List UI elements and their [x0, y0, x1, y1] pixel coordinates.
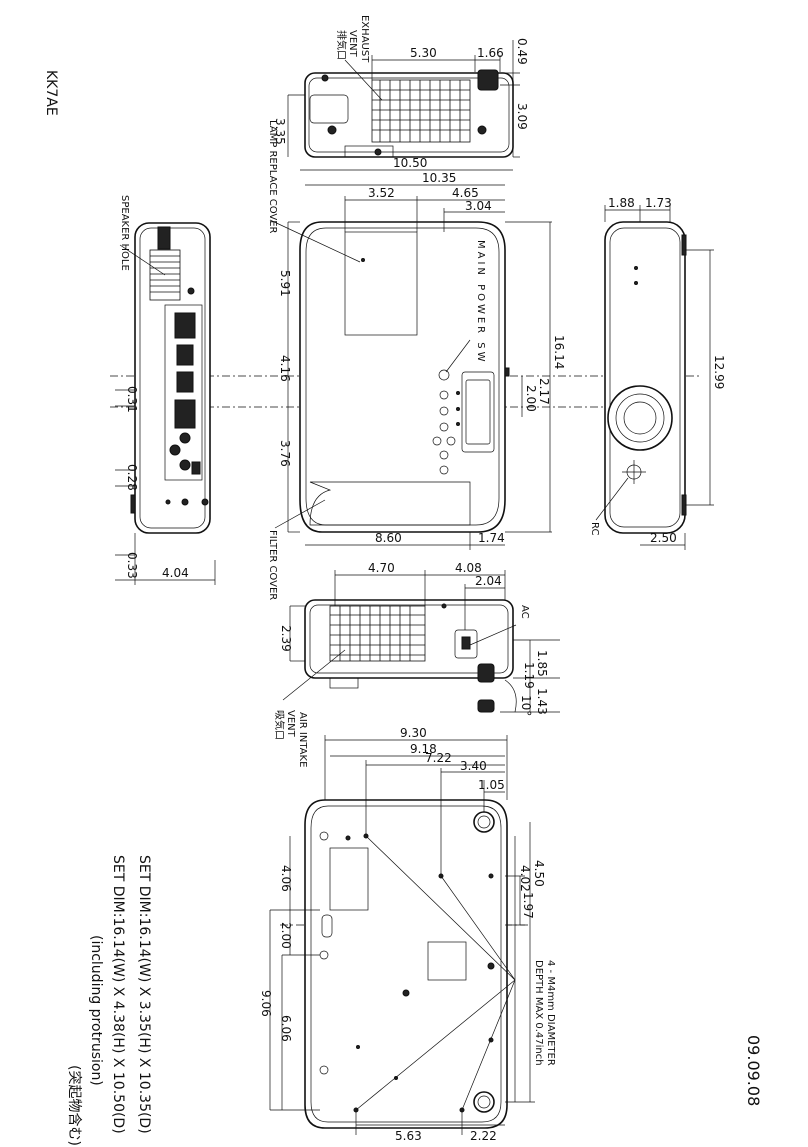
rc-label: RC — [589, 477, 629, 535]
svg-text:SET DIM:16.14(W) X 3.35(H) X 1: SET DIM:16.14(W) X 3.35(H) X 10.35(D) — [136, 855, 152, 1134]
svg-text:AIR INTAKE: AIR INTAKE — [297, 712, 308, 767]
dim-4-16: 4.16 — [278, 355, 292, 382]
drawing-date: 09.09.08 — [744, 1035, 763, 1106]
dim-4-70: 4.70 — [368, 561, 395, 575]
main-power-label: MAIN POWER SW — [445, 240, 486, 373]
dim-1-05: 1.05 — [478, 778, 505, 792]
svg-text:EXHAUST: EXHAUST — [359, 15, 370, 63]
rear-view — [287, 40, 520, 158]
dim-2-00: 2.00 — [524, 385, 538, 412]
speaker-grille — [149, 249, 181, 301]
filter-cover-label: FILTER COVER — [267, 499, 326, 600]
air-intake-label: AIR INTAKE VENT 吸気口 — [273, 649, 346, 767]
front-view — [604, 205, 714, 550]
svg-text:SET DIM:16.14(W) X 4.38(H) X 1: SET DIM:16.14(W) X 4.38(H) X 10.50(D) — [110, 855, 126, 1134]
dim-6-06: 6.06 — [279, 1015, 293, 1042]
dim-1-73: 1.73 — [645, 196, 672, 210]
dim-3-40: 3.40 — [460, 759, 487, 773]
dim-10-35: 10.35 — [422, 171, 456, 185]
dim-0-33: 0.33 — [125, 552, 139, 579]
dim-2-00-bottom: 2.00 — [279, 922, 293, 949]
m4-hole-label: 4 - M4mm DIAMETER DEPTH MAX 0.47inch — [533, 960, 556, 1066]
dim-1-43: 1.43 — [535, 688, 549, 715]
svg-text:DEPTH MAX 0.47inch: DEPTH MAX 0.47inch — [533, 960, 544, 1066]
set-dimension-notes: SET DIM:16.14(W) X 3.35(H) X 10.35(D) SE… — [66, 855, 152, 1146]
dim-1-66: 1.66 — [477, 46, 504, 60]
left-side-view — [115, 222, 216, 585]
dim-5-91: 5.91 — [278, 270, 292, 297]
dim-4-65: 4.65 — [452, 186, 479, 200]
svg-text:LAMP REPLACE COVER: LAMP REPLACE COVER — [267, 120, 278, 234]
dim-9-18: 9.18 — [410, 742, 437, 756]
lamp-cover-label: LAMP REPLACE COVER — [267, 120, 361, 263]
dim-16-14: 16.14 — [552, 335, 566, 369]
svg-text:VENT: VENT — [285, 710, 296, 738]
connector-ports — [169, 312, 201, 475]
control-buttons — [432, 369, 460, 475]
dim-5-30: 5.30 — [410, 46, 437, 60]
exhaust-vent-label: EXHAUST VENT 排気口 — [335, 15, 383, 101]
svg-text:VENT: VENT — [347, 30, 358, 58]
ac-label: AC — [469, 605, 530, 646]
dim-5-63: 5.63 — [395, 1129, 422, 1143]
exhaust-vent-grille — [371, 79, 471, 143]
dim-angle-10: 10° — [519, 695, 533, 716]
svg-text:MAIN POWER SW: MAIN POWER SW — [475, 240, 486, 365]
dim-4-04: 4.04 — [162, 566, 189, 580]
dim-4-06: 4.06 — [279, 865, 293, 892]
dim-2-17: 2.17 — [537, 378, 551, 405]
dim-7-22: 7.22 — [425, 751, 452, 765]
dim-4-50: 4.50 — [532, 860, 546, 887]
dim-0-31: 0.31 — [125, 386, 139, 413]
dim-3-04: 3.04 — [465, 199, 492, 213]
svg-text:AC: AC — [519, 605, 530, 619]
svg-text:SPEAKER HOLE: SPEAKER HOLE — [119, 195, 130, 271]
dim-1-97: 1.97 — [521, 892, 535, 919]
dim-0-49: 0.49 — [515, 38, 529, 65]
dim-9-30: 9.30 — [400, 726, 427, 740]
svg-text:排気口: 排気口 — [335, 30, 348, 60]
dim-3-09: 3.09 — [515, 103, 529, 130]
dim-4-02: 4.02 — [518, 865, 532, 892]
dim-0-28: 0.28 — [125, 464, 139, 491]
bottom-view — [269, 735, 535, 1135]
svg-text:(including protrusion): (including protrusion) — [88, 935, 104, 1086]
dim-4-08: 4.08 — [455, 561, 482, 575]
dim-1-19: 1.19 — [522, 662, 536, 689]
dim-1-85: 1.85 — [535, 650, 549, 677]
dim-12-99: 12.99 — [712, 355, 726, 389]
dim-2-22: 2.22 — [470, 1129, 497, 1143]
dim-9-06: 9.06 — [259, 990, 273, 1017]
model-code: KK7AE — [43, 70, 59, 116]
dim-1-74: 1.74 — [478, 531, 505, 545]
dim-2-04: 2.04 — [475, 574, 502, 588]
dim-2-39: 2.39 — [279, 625, 293, 652]
svg-text:09.09.08: 09.09.08 — [744, 1035, 763, 1106]
dim-3-52: 3.52 — [368, 186, 395, 200]
svg-text:KK7AE: KK7AE — [43, 70, 59, 116]
dim-3-35: 3.35 — [273, 118, 287, 145]
svg-text:FILTER COVER: FILTER COVER — [267, 530, 278, 600]
dim-3-76: 3.76 — [278, 440, 292, 467]
dim-8-60: 8.60 — [375, 531, 402, 545]
dim-1-88: 1.88 — [608, 196, 635, 210]
svg-text:(突起物含む): (突起物含む) — [66, 1065, 82, 1146]
svg-text:RC: RC — [589, 522, 600, 535]
svg-text:4 - M4mm DIAMETER: 4 - M4mm DIAMETER — [545, 960, 556, 1066]
dim-2-50: 2.50 — [650, 531, 677, 545]
air-intake-grille — [329, 605, 426, 662]
speaker-hole-label: SPEAKER HOLE — [119, 195, 166, 276]
side-view — [289, 570, 560, 713]
svg-text:吸気口: 吸気口 — [273, 710, 286, 740]
top-view — [287, 169, 552, 550]
dim-10-50: 10.50 — [393, 156, 427, 170]
